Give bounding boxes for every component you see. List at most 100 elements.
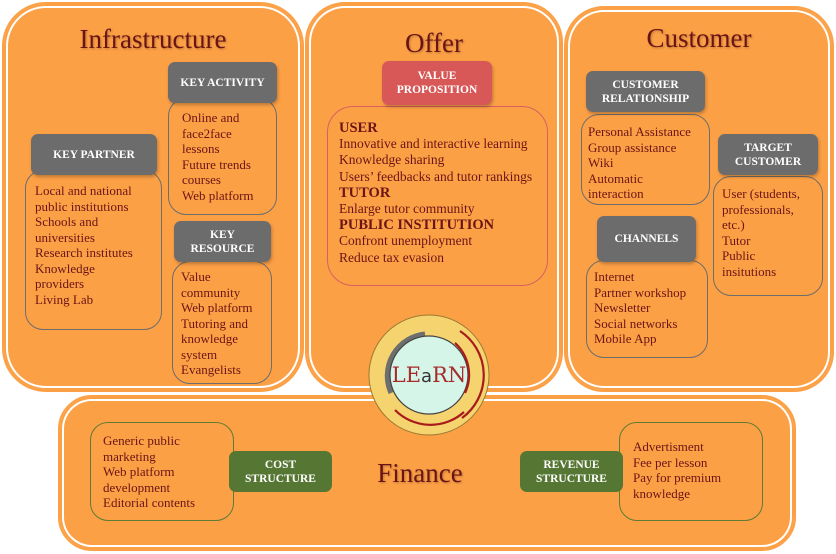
- list-heading: TUTOR: [339, 184, 391, 201]
- list-item: Evangelists: [181, 362, 241, 377]
- list-item: Wiki: [588, 155, 614, 170]
- list-item: Web platform: [182, 187, 254, 203]
- target-customer-label-line2: CUSTOMER: [734, 155, 802, 168]
- list-item: Enlarge tutor community: [339, 201, 475, 217]
- list-item: Users’ feedbacks and tutor rankings: [339, 168, 533, 184]
- channels-label: CHANNELS: [614, 233, 679, 245]
- revenue-structure-box: Advertisment Fee per lesson Pay for prem…: [619, 422, 763, 521]
- value-proposition-label-line1: VALUE: [417, 70, 457, 82]
- list-item: marketing: [103, 448, 156, 464]
- revenue-structure-list: Advertisment Fee per lesson Pay for prem…: [620, 423, 762, 501]
- revenue-structure-label: REVENUE STRUCTURE: [536, 458, 607, 486]
- value-proposition-header: VALUE PROPOSITION: [382, 61, 492, 105]
- list-item: face2face: [182, 125, 232, 141]
- list-item: Innovative and interactive learning: [339, 136, 528, 152]
- list-item: system: [181, 346, 218, 362]
- value-proposition-label-line2: PROPOSITION: [396, 84, 478, 96]
- revenue-structure-header: REVENUE STRUCTURE: [520, 451, 623, 492]
- list-item: Advertisment: [633, 439, 704, 454]
- list-item: Future trends: [182, 156, 251, 172]
- key-resource-label: KEY RESOURCE: [191, 228, 255, 256]
- list-item: Internet: [594, 269, 635, 284]
- list-item: Local and national: [35, 183, 132, 198]
- list-item: insitutions: [722, 263, 777, 279]
- list-item: Web platform: [103, 464, 175, 479]
- list-item: Public: [722, 248, 756, 263]
- list-item: providers: [35, 276, 85, 291]
- customer-relationship-label-line2: RELATIONSHIP: [601, 92, 690, 105]
- value-proposition-label: VALUE PROPOSITION: [397, 69, 478, 97]
- list-item: community: [181, 284, 241, 300]
- logo-red-arc-bottom: [394, 409, 465, 426]
- list-item: Social networks: [594, 315, 678, 331]
- list-item: Pay for premium: [633, 470, 722, 485]
- learn-logo: LEaRN: [368, 314, 490, 436]
- list-item: knowledge: [633, 485, 691, 501]
- list-item: Research institutes: [35, 245, 133, 260]
- customer-relationship-list: Personal Assistance Group assistance Wik…: [582, 115, 709, 202]
- customer-relationship-box: Personal Assistance Group assistance Wik…: [581, 114, 710, 205]
- list-item: Confront unemployment: [339, 233, 473, 249]
- list-item: Fee per lesson: [633, 454, 708, 470]
- list-item: lessons: [182, 141, 220, 156]
- list-item: interaction: [588, 186, 644, 201]
- customer-relationship-header: CUSTOMER RELATIONSHIP: [586, 71, 705, 112]
- revenue-structure-label-line1: REVENUE: [543, 458, 600, 471]
- target-customer-box: User (students, professionals, etc.) Tut…: [713, 176, 823, 296]
- cost-structure-header: COST STRUCTURE: [229, 451, 332, 492]
- key-activity-header: KEY ACTIVITY: [168, 62, 277, 103]
- target-customer-header: TARGET CUSTOMER: [718, 134, 818, 175]
- target-customer-list: User (students, professionals, etc.) Tut…: [714, 177, 822, 279]
- channels-box: Internet Partner workshop Newsletter Soc…: [586, 260, 708, 358]
- list-item: development: [103, 479, 171, 495]
- list-item: Mobile App: [594, 331, 657, 346]
- key-partner-label: KEY PARTNER: [53, 148, 135, 161]
- list-item: universities: [35, 229, 95, 245]
- offer-title: Offer: [405, 28, 463, 58]
- key-activity-label: KEY ACTIVITY: [180, 76, 265, 89]
- key-resource-list: Value community Web platform Tutoring an…: [173, 262, 271, 378]
- list-item: Generic public: [103, 433, 180, 448]
- key-resource-box: Value community Web platform Tutoring an…: [172, 261, 272, 384]
- list-item: Schools and: [35, 214, 99, 229]
- list-item: Newsletter: [594, 300, 651, 315]
- list-item: professionals,: [722, 201, 794, 217]
- cost-structure-list: Generic public marketing Web platform de…: [91, 423, 233, 511]
- list-item: Web platform: [181, 300, 253, 315]
- key-activity-box: Online and face2face lessons Future tren…: [168, 98, 277, 215]
- channels-list: Internet Partner workshop Newsletter Soc…: [587, 261, 707, 347]
- logo-red-arc-inner: [454, 342, 471, 394]
- finance-title: Finance: [377, 458, 463, 488]
- key-resource-label-line1: KEY: [210, 228, 235, 241]
- channels-header: CHANNELS: [597, 216, 696, 262]
- list-item: knowledge: [181, 331, 239, 346]
- list-item: Value: [181, 269, 211, 284]
- list-item: Tutor: [722, 232, 751, 248]
- logo-text-part2: a: [421, 366, 432, 387]
- cost-structure-label: COST STRUCTURE: [245, 458, 316, 486]
- revenue-structure-label-line2: STRUCTURE: [536, 472, 607, 485]
- logo-gray-arc: [384, 331, 426, 395]
- target-customer-label: TARGET CUSTOMER: [735, 141, 801, 169]
- list-item: Partner workshop: [594, 284, 687, 300]
- target-customer-label-line1: TARGET: [744, 141, 792, 154]
- logo-text: LEaRN: [392, 363, 467, 387]
- list-item: Online and: [182, 110, 240, 125]
- list-item: Automatic: [588, 170, 643, 186]
- list-item: Personal Assistance: [588, 124, 691, 139]
- customer-title: Customer: [646, 23, 752, 53]
- key-resource-label-line2: RESOURCE: [190, 242, 255, 255]
- key-partner-header: KEY PARTNER: [31, 134, 157, 175]
- list-item: Group assistance: [588, 139, 677, 155]
- list-item: etc.): [722, 217, 745, 232]
- list-heading: PUBLIC INSTITUTION: [339, 217, 495, 234]
- logo-text-part1: LE: [392, 363, 421, 387]
- customer-relationship-label-line1: CUSTOMER: [612, 78, 679, 91]
- cost-structure-box: Generic public marketing Web platform de…: [90, 422, 234, 521]
- key-resource-header: KEY RESOURCE: [174, 221, 271, 262]
- cost-structure-label-line1: COST: [264, 458, 297, 471]
- logo-red-arc-outer: [459, 330, 485, 419]
- logo-text-part3: RN: [432, 363, 466, 387]
